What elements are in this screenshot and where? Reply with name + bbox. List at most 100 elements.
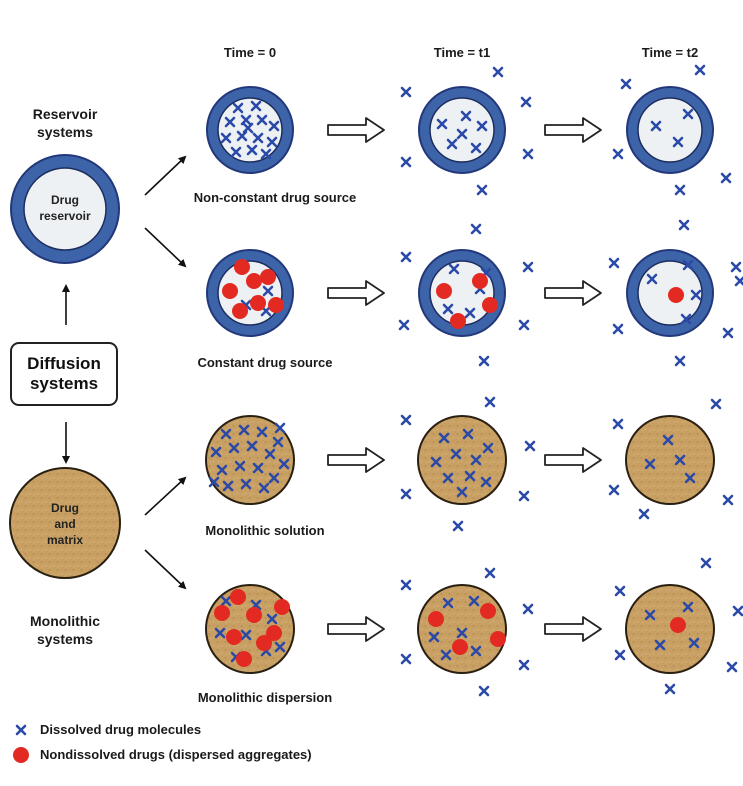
arrow-to-non-constant <box>144 155 187 196</box>
row2-t0-aggregate-6 <box>232 303 248 319</box>
row2-t1-molecule-1 <box>448 263 460 275</box>
row3-t1-molecule-4 <box>430 456 442 468</box>
row4-t2-released-4 <box>726 661 738 673</box>
row3-t2-molecule-1 <box>644 458 656 470</box>
row3-t0-molecule-4 <box>272 436 284 448</box>
row2-t2-released-6 <box>674 355 686 367</box>
row4-t0-matrix <box>205 584 295 674</box>
caption-monolithic-solution: Monolithic solution <box>205 523 325 538</box>
drug-and-matrix-circle <box>9 467 121 579</box>
row3-t0-molecule-2 <box>238 424 250 436</box>
header-time-0: Time = 0 <box>223 45 277 60</box>
row4-t1-released-5 <box>518 659 530 671</box>
row4-t2-matrix <box>625 584 715 674</box>
arrow-to-monolithic-dispersion <box>144 549 187 590</box>
row3-t0-molecule-9 <box>278 458 290 470</box>
row4-t2-molecule-3 <box>682 601 694 613</box>
row2-t2-released-2 <box>678 219 690 231</box>
row1-t2-released-4 <box>720 172 732 184</box>
row4-t2-released-6 <box>732 605 743 617</box>
row4-t2-molecule-2 <box>654 639 666 651</box>
row3-t0-molecule-8 <box>264 448 276 460</box>
row3-t2-molecule-4 <box>662 434 674 446</box>
row3-t1-released-5 <box>518 490 530 502</box>
row2-t0-aggregate-5 <box>268 297 284 313</box>
header-time-t2: Time = t2 <box>641 45 699 60</box>
row4-t2-released-2 <box>700 557 712 569</box>
row3-t1-released-3 <box>524 440 536 452</box>
row2-t2-molecule-4 <box>680 313 692 325</box>
row1-t1-molecule-2 <box>460 110 472 122</box>
arrow-to-monolithic-solution <box>144 476 187 516</box>
row2-t1-released-4 <box>398 319 410 331</box>
row1-t0-molecule-4 <box>240 114 252 126</box>
row4-t1-released-2 <box>484 567 496 579</box>
row3-t0-molecule-12 <box>252 462 264 474</box>
row3-t1-molecule-2 <box>462 428 474 440</box>
row3-t0-molecule-17 <box>208 476 220 488</box>
row3-t1-released-6 <box>452 520 464 532</box>
row1-t0-molecule-13 <box>260 148 272 160</box>
row2-t0-aggregate-3 <box>222 283 238 299</box>
row3-t2-released-1 <box>612 418 624 430</box>
row1-t2-molecule-3 <box>682 108 694 120</box>
row2-t1-aggregate-2 <box>472 273 488 289</box>
row1-t0-molecule-7 <box>220 132 232 144</box>
row3-t1-molecule-3 <box>482 442 494 454</box>
row3-t2-released-3 <box>608 484 620 496</box>
row2-t1-released-3 <box>522 261 534 273</box>
row3-t1-released-4 <box>400 488 412 500</box>
row2-t1-aggregate-4 <box>482 297 498 313</box>
row2-t2-aggregate-1 <box>668 287 684 303</box>
row3-t2-released-2 <box>710 398 722 410</box>
drug-reservoir-label: Drug reservoir <box>39 193 91 223</box>
row4-t1-molecule-2 <box>468 595 480 607</box>
row1-t2-released-3 <box>612 148 624 160</box>
row3-t1-molecule-7 <box>442 472 454 484</box>
row4-t2-molecule-1 <box>644 609 656 621</box>
row1-t2-core <box>637 97 703 163</box>
row3-t2-molecule-3 <box>684 472 696 484</box>
row3-t0-molecule-3 <box>256 426 268 438</box>
row3-t0-molecule-10 <box>216 464 228 476</box>
reservoir-systems-title: Reservoir systems <box>32 106 98 140</box>
block-arrow-row3-t0-t1 <box>327 447 385 473</box>
row2-t2-molecule-2 <box>682 259 694 271</box>
block-arrow-row4-t1-t2 <box>544 616 602 642</box>
row1-t0-molecule-1 <box>232 102 244 114</box>
row3-t1-released-1 <box>400 414 412 426</box>
row1-t2-molecule-1 <box>650 120 662 132</box>
row3-t0-molecule-7 <box>246 440 258 452</box>
row3-t1-molecule-6 <box>470 454 482 466</box>
row2-t2-released-1 <box>608 257 620 269</box>
row3-t1-matrix <box>417 415 507 505</box>
row3-t0-molecule-18 <box>274 422 286 434</box>
row3-t0-molecule-5 <box>210 446 222 458</box>
row1-t1-molecule-4 <box>446 138 458 150</box>
block-arrow-row2-t1-t2 <box>544 280 602 306</box>
row1-t2-released-2 <box>694 64 706 76</box>
row4-t2-aggregate-1 <box>670 617 686 633</box>
block-arrow-row2-t0-t1 <box>327 280 385 306</box>
row4-t1-molecule-5 <box>470 645 482 657</box>
block-arrow-row1-t0-t1 <box>327 117 385 143</box>
row2-t1-released-1 <box>400 251 412 263</box>
row4-t1-molecule-1 <box>442 597 454 609</box>
monolithic-systems-title: Monolithic systems <box>30 613 100 647</box>
row1-t0-molecule-14 <box>242 122 254 134</box>
row1-t1-released-5 <box>522 148 534 160</box>
row3-t1-molecule-8 <box>464 470 476 482</box>
row1-t1-molecule-5 <box>470 142 482 154</box>
diffusion-systems-label: Diffusion systems <box>27 354 101 393</box>
row2-t0-aggregate-7 <box>250 295 266 311</box>
row2-t2-molecule-1 <box>646 273 658 285</box>
row1-t0-molecule-6 <box>268 120 280 132</box>
row2-t1-released-5 <box>518 319 530 331</box>
row1-t0-molecule-3 <box>224 116 236 128</box>
row2-t2-released-4 <box>612 323 624 335</box>
row1-t0-molecule-2 <box>250 100 262 112</box>
legend-dissolved-icon <box>14 723 28 737</box>
row3-t0-molecule-14 <box>222 480 234 492</box>
row2-t1-released-6 <box>478 355 490 367</box>
